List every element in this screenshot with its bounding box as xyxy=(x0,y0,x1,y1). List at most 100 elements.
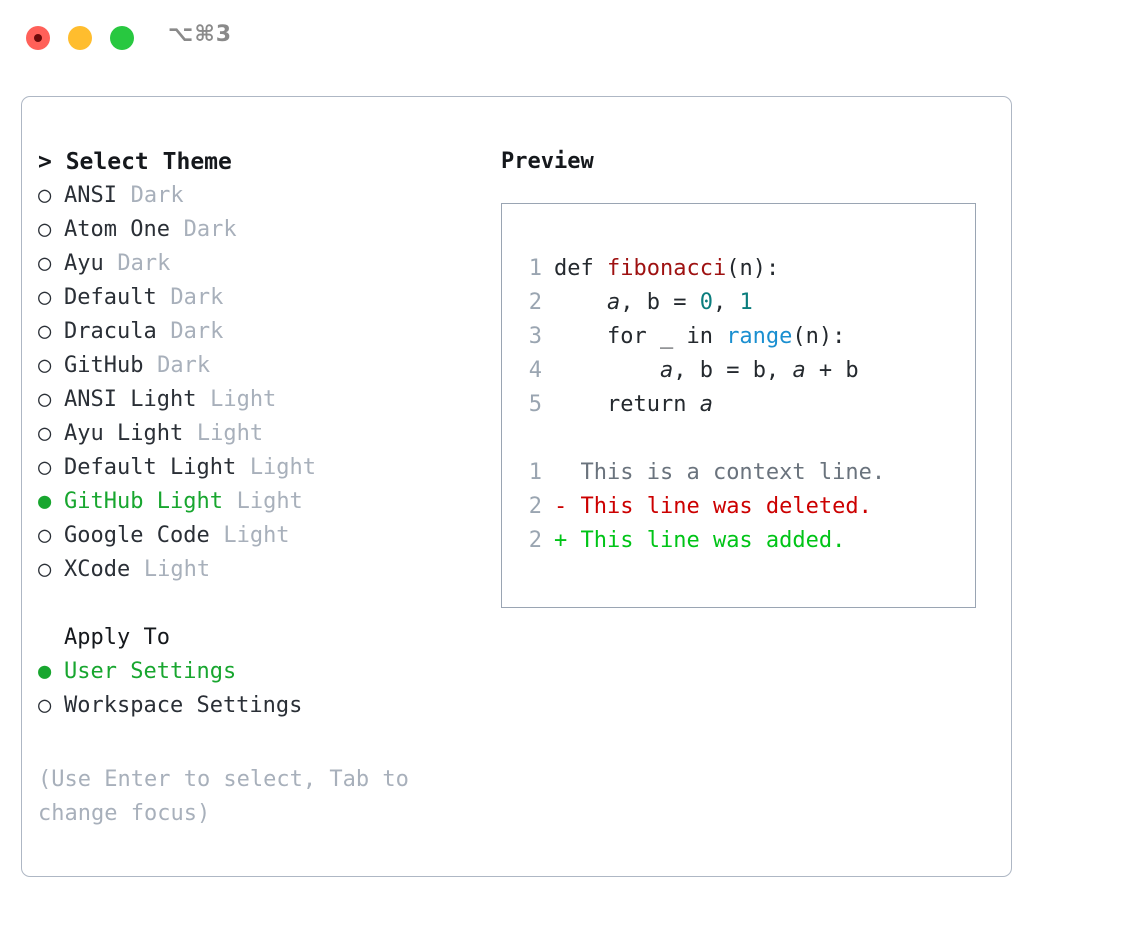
theme-name: Ayu xyxy=(64,251,104,276)
theme-variant-badge: Dark xyxy=(157,353,211,378)
theme-option[interactable]: ○ Google Code Light xyxy=(38,519,488,553)
code-token-func: fibonacci xyxy=(606,256,727,281)
theme-option[interactable]: ○ GitHub Dark xyxy=(38,349,488,383)
code-text: for _ in range(n): xyxy=(554,320,845,354)
theme-option[interactable]: ○ Ayu Dark xyxy=(38,247,488,281)
code-text: a, b = b, a + b xyxy=(554,354,859,388)
radio-unselected-icon: ○ xyxy=(38,693,52,718)
theme-variant-badge: Dark xyxy=(170,319,224,344)
close-button[interactable] xyxy=(26,26,50,50)
radio-unselected-icon: ○ xyxy=(38,421,52,446)
diff-marker: - xyxy=(554,494,568,519)
code-token-plain: for _ in xyxy=(554,324,727,349)
code-line: 3 for _ in range(n): xyxy=(514,320,885,354)
apply-to-label: Workspace Settings xyxy=(64,693,303,718)
radio-unselected-icon: ○ xyxy=(38,319,52,344)
code-text: def fibonacci(n): xyxy=(554,252,779,286)
code-token-plain: (n): xyxy=(726,256,780,281)
apply-to-option[interactable]: ○ Workspace Settings xyxy=(38,689,488,723)
code-text: a, b = 0, 1 xyxy=(554,286,753,320)
line-number: 2 xyxy=(528,528,542,553)
code-line: 2 a, b = 0, 1 xyxy=(514,286,885,320)
preview-title: Preview xyxy=(501,149,594,174)
radio-unselected-icon: ○ xyxy=(38,455,52,480)
apply-to-list: ● User Settings ○ Workspace Settings xyxy=(38,655,488,723)
theme-variant-badge: Light xyxy=(249,455,317,480)
apply-to-label: User Settings xyxy=(64,659,237,684)
theme-variant-badge: Light xyxy=(143,557,211,582)
keyboard-shortcut-label: ⌥⌘3 xyxy=(168,22,233,47)
theme-variant-badge: Dark xyxy=(117,251,171,276)
radio-unselected-icon: ○ xyxy=(38,217,52,242)
radio-unselected-icon: ○ xyxy=(38,183,52,208)
radio-selected-icon: ● xyxy=(38,659,52,684)
theme-variant-badge: Light xyxy=(196,421,264,446)
titlebar: ⌥⌘3 xyxy=(0,0,1140,78)
theme-option[interactable]: ○ ANSI Dark xyxy=(38,179,488,213)
diff-line-ctx: 1 This is a context line. xyxy=(514,456,885,490)
line-number: 3 xyxy=(528,324,542,349)
theme-name: Ayu Light xyxy=(64,421,184,446)
diff-marker: + xyxy=(554,528,568,553)
diff-line-del: 2- This line was deleted. xyxy=(514,490,885,524)
code-token-plain: , xyxy=(712,290,740,315)
code-token-plain xyxy=(554,358,660,383)
apply-to-heading: Apply To xyxy=(64,625,170,650)
line-number: 5 xyxy=(528,392,542,417)
theme-option[interactable]: ○ Ayu Light Light xyxy=(38,417,488,451)
theme-name: XCode xyxy=(64,557,131,582)
code-line: 5 return a xyxy=(514,388,885,422)
code-token-ident: a xyxy=(792,358,806,383)
radio-unselected-icon: ○ xyxy=(38,387,52,412)
diff-text: This is a context line. xyxy=(567,460,886,485)
code-token-plain: return xyxy=(554,392,700,417)
theme-variant-badge: Dark xyxy=(130,183,184,208)
radio-unselected-icon: ○ xyxy=(38,353,52,378)
radio-unselected-icon: ○ xyxy=(38,523,52,548)
theme-variant-badge: Dark xyxy=(183,217,237,242)
radio-selected-icon: ● xyxy=(38,489,52,514)
minimize-button[interactable] xyxy=(68,26,92,50)
window-controls xyxy=(26,26,134,50)
theme-option[interactable]: ○ Dracula Dark xyxy=(38,315,488,349)
line-number: 1 xyxy=(528,256,542,281)
theme-name: Default xyxy=(64,285,157,310)
radio-unselected-icon: ○ xyxy=(38,251,52,276)
code-token-plain: (n): xyxy=(792,324,846,349)
diff-line-add: 2+ This line was added. xyxy=(514,524,885,558)
line-number: 2 xyxy=(528,290,542,315)
theme-variant-badge: Light xyxy=(236,489,303,514)
diff-text: This line was deleted. xyxy=(567,494,872,519)
code-token-ident: a xyxy=(606,290,621,315)
theme-variant-badge: Dark xyxy=(170,285,224,310)
code-token-ident: a xyxy=(699,392,713,417)
code-text: return a xyxy=(554,388,713,422)
apply-to-option[interactable]: ● User Settings xyxy=(38,655,488,689)
code-token-ident: a xyxy=(659,358,674,383)
theme-name: Google Code xyxy=(64,523,210,548)
theme-variant-badge: Light xyxy=(223,523,290,548)
theme-name: Dracula xyxy=(64,319,157,344)
code-token-num: 1 xyxy=(739,290,753,315)
line-number: 2 xyxy=(528,494,542,519)
maximize-button[interactable] xyxy=(110,26,134,50)
code-token-num: 0 xyxy=(699,290,713,315)
theme-name: ANSI xyxy=(64,183,117,208)
code-token-plain: , b = b, xyxy=(673,358,793,383)
code-token-plain: + b xyxy=(805,358,859,383)
line-number: 1 xyxy=(528,460,542,485)
theme-name: GitHub xyxy=(64,353,144,378)
keyboard-hint: (Use Enter to select, Tab to change focu… xyxy=(38,767,423,826)
